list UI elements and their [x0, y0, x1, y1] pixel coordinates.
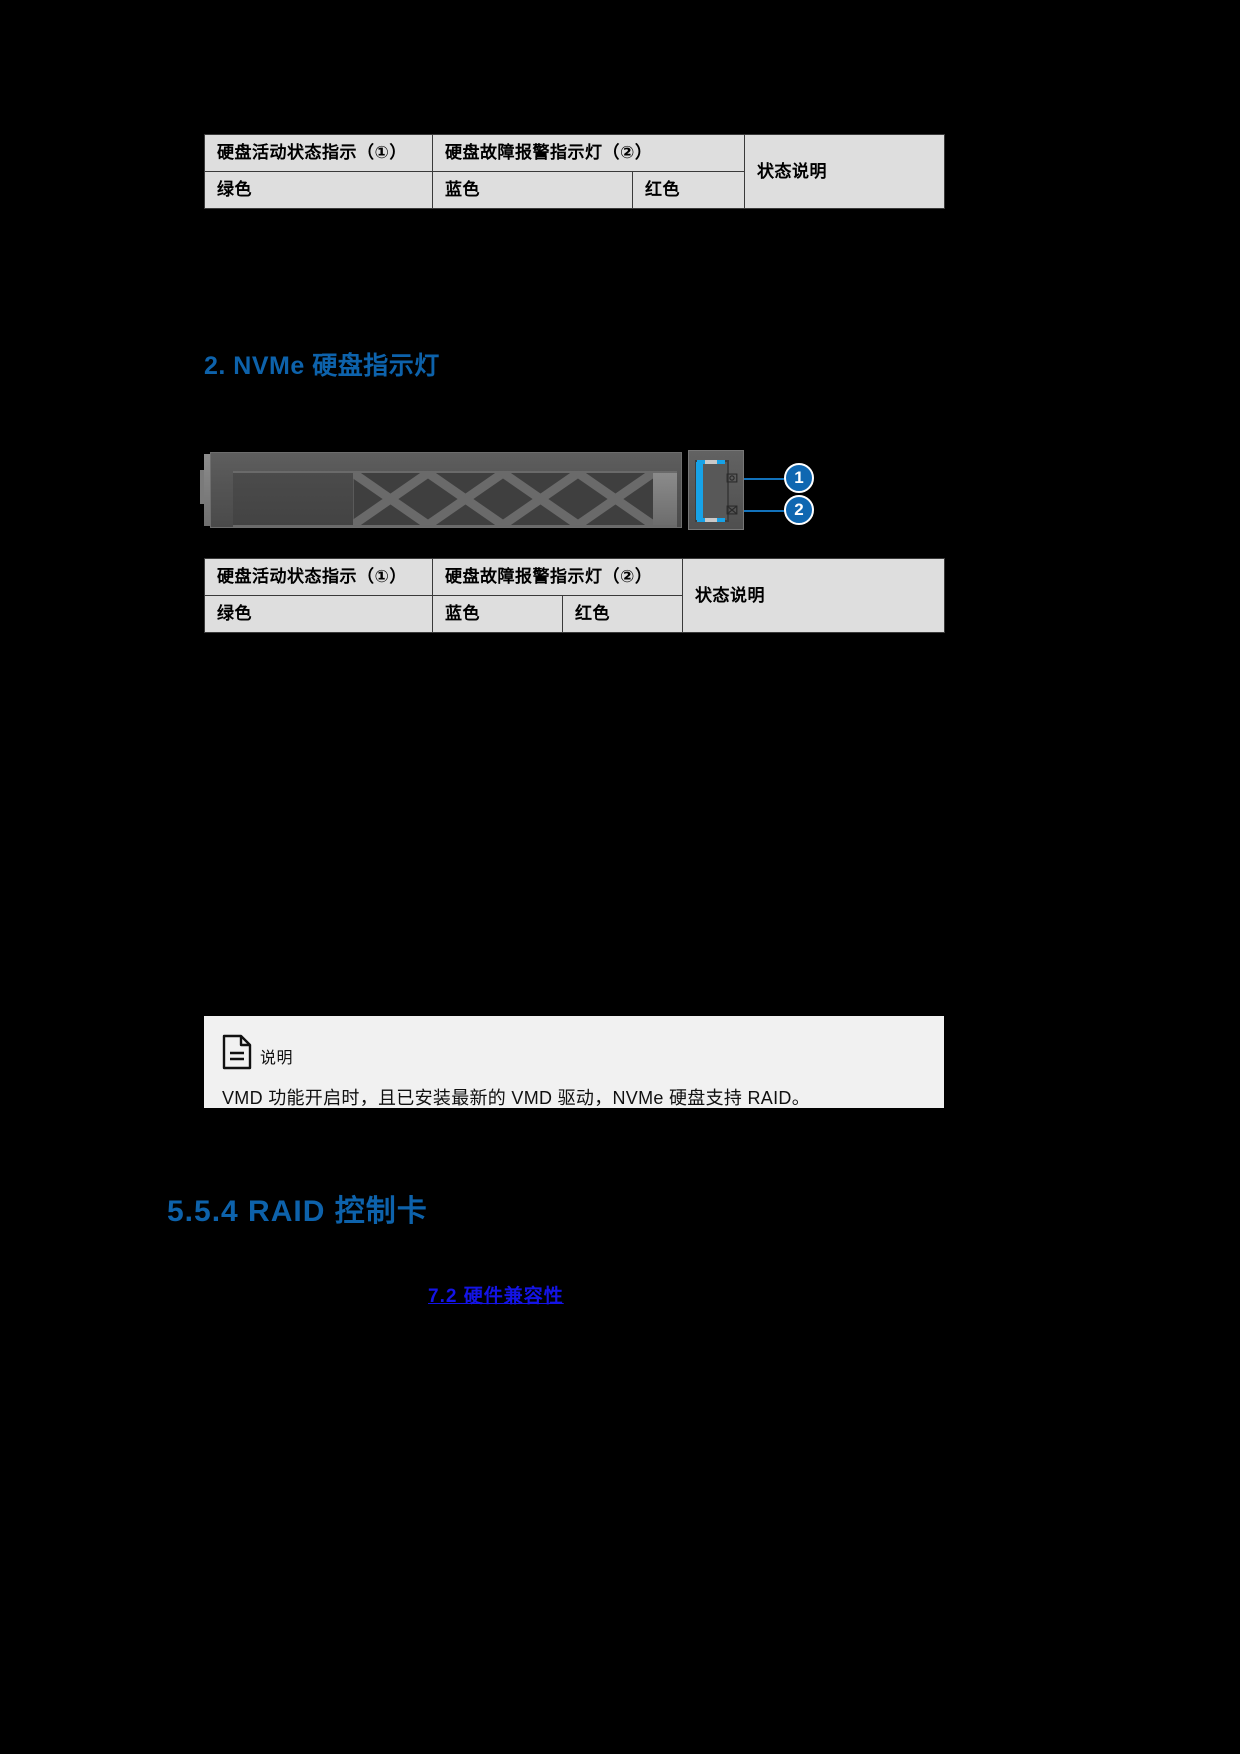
drive-led-panel: [688, 450, 744, 530]
note-header: 说明: [222, 1030, 926, 1070]
hard-disk-activity-icon: [726, 473, 738, 483]
callout-number-2: 2: [784, 495, 814, 525]
callout-leader-line-2: [744, 510, 786, 512]
hard-disk-fault-icon: [726, 505, 738, 515]
callout-leader-line-1: [744, 478, 786, 480]
table-subheader-blue: 蓝色: [432, 595, 563, 634]
drive-vent-right-post: [653, 473, 677, 525]
callout-number-1: 1: [784, 463, 814, 493]
heading-nvme-led: 2. NVMe 硬盘指示灯: [204, 352, 440, 380]
cross-reference-link-hardware-compatibility[interactable]: 7.2 硬件兼容性: [428, 1286, 564, 1307]
hdd-led-table: 硬盘活动状态指示（①） 硬盘故障报警指示灯（②） 状态说明 绿色 蓝色 红色: [204, 133, 945, 210]
note-box: 说明 VMD 功能开启时，且已安装最新的 VMD 驱动，NVMe 硬盘支持 RA…: [204, 1016, 944, 1108]
drive-vent-solid-panel: [233, 473, 354, 525]
nvme-led-table: 硬盘活动状态指示（①） 硬盘故障报警指示灯（②） 状态说明 绿色 蓝色 红色: [204, 557, 945, 634]
note-text: VMD 功能开启时，且已安装最新的 VMD 驱动，NVMe 硬盘支持 RAID。: [222, 1088, 811, 1108]
nvme-drive-figure: 1 2: [200, 446, 814, 536]
heading-raid-card: 5.5.4 RAID 控制卡: [167, 1195, 428, 1228]
note-document-icon: [222, 1034, 252, 1070]
table-subheader-green: 绿色: [204, 171, 433, 210]
table-subheader-blue: 蓝色: [432, 171, 633, 210]
table-header-status-description: 状态说明: [682, 557, 945, 634]
drive-vent-x-pattern: [353, 473, 653, 525]
drive-vent-grille: [233, 471, 677, 527]
table-header-status-description: 状态说明: [744, 133, 945, 210]
note-label: 说明: [260, 1050, 294, 1067]
table-header-fault-indicator: 硬盘故障报警指示灯（②）: [432, 557, 683, 597]
table-row: 绿色 蓝色 红色: [204, 171, 945, 210]
drive-body: [210, 452, 682, 528]
table-row: 硬盘活动状态指示（①） 硬盘故障报警指示灯（②） 状态说明: [204, 557, 945, 634]
table-header-activity-indicator: 硬盘活动状态指示（①）: [204, 133, 433, 173]
drive-led-strip: [696, 462, 703, 520]
table-subheader-red: 红色: [632, 171, 745, 210]
table-header-activity-indicator: 硬盘活动状态指示（①）: [204, 557, 433, 597]
table-subheader-red: 红色: [562, 595, 683, 634]
table-header-fault-indicator: 硬盘故障报警指示灯（②）: [432, 133, 745, 173]
drive-led-top-notch: [705, 460, 717, 464]
table-row: 绿色 蓝色 红色: [204, 595, 945, 634]
table-row: 硬盘活动状态指示（①） 硬盘故障报警指示灯（②） 状态说明: [204, 133, 945, 210]
table-subheader-green: 绿色: [204, 595, 433, 634]
drive-led-bottom-notch: [705, 518, 717, 522]
